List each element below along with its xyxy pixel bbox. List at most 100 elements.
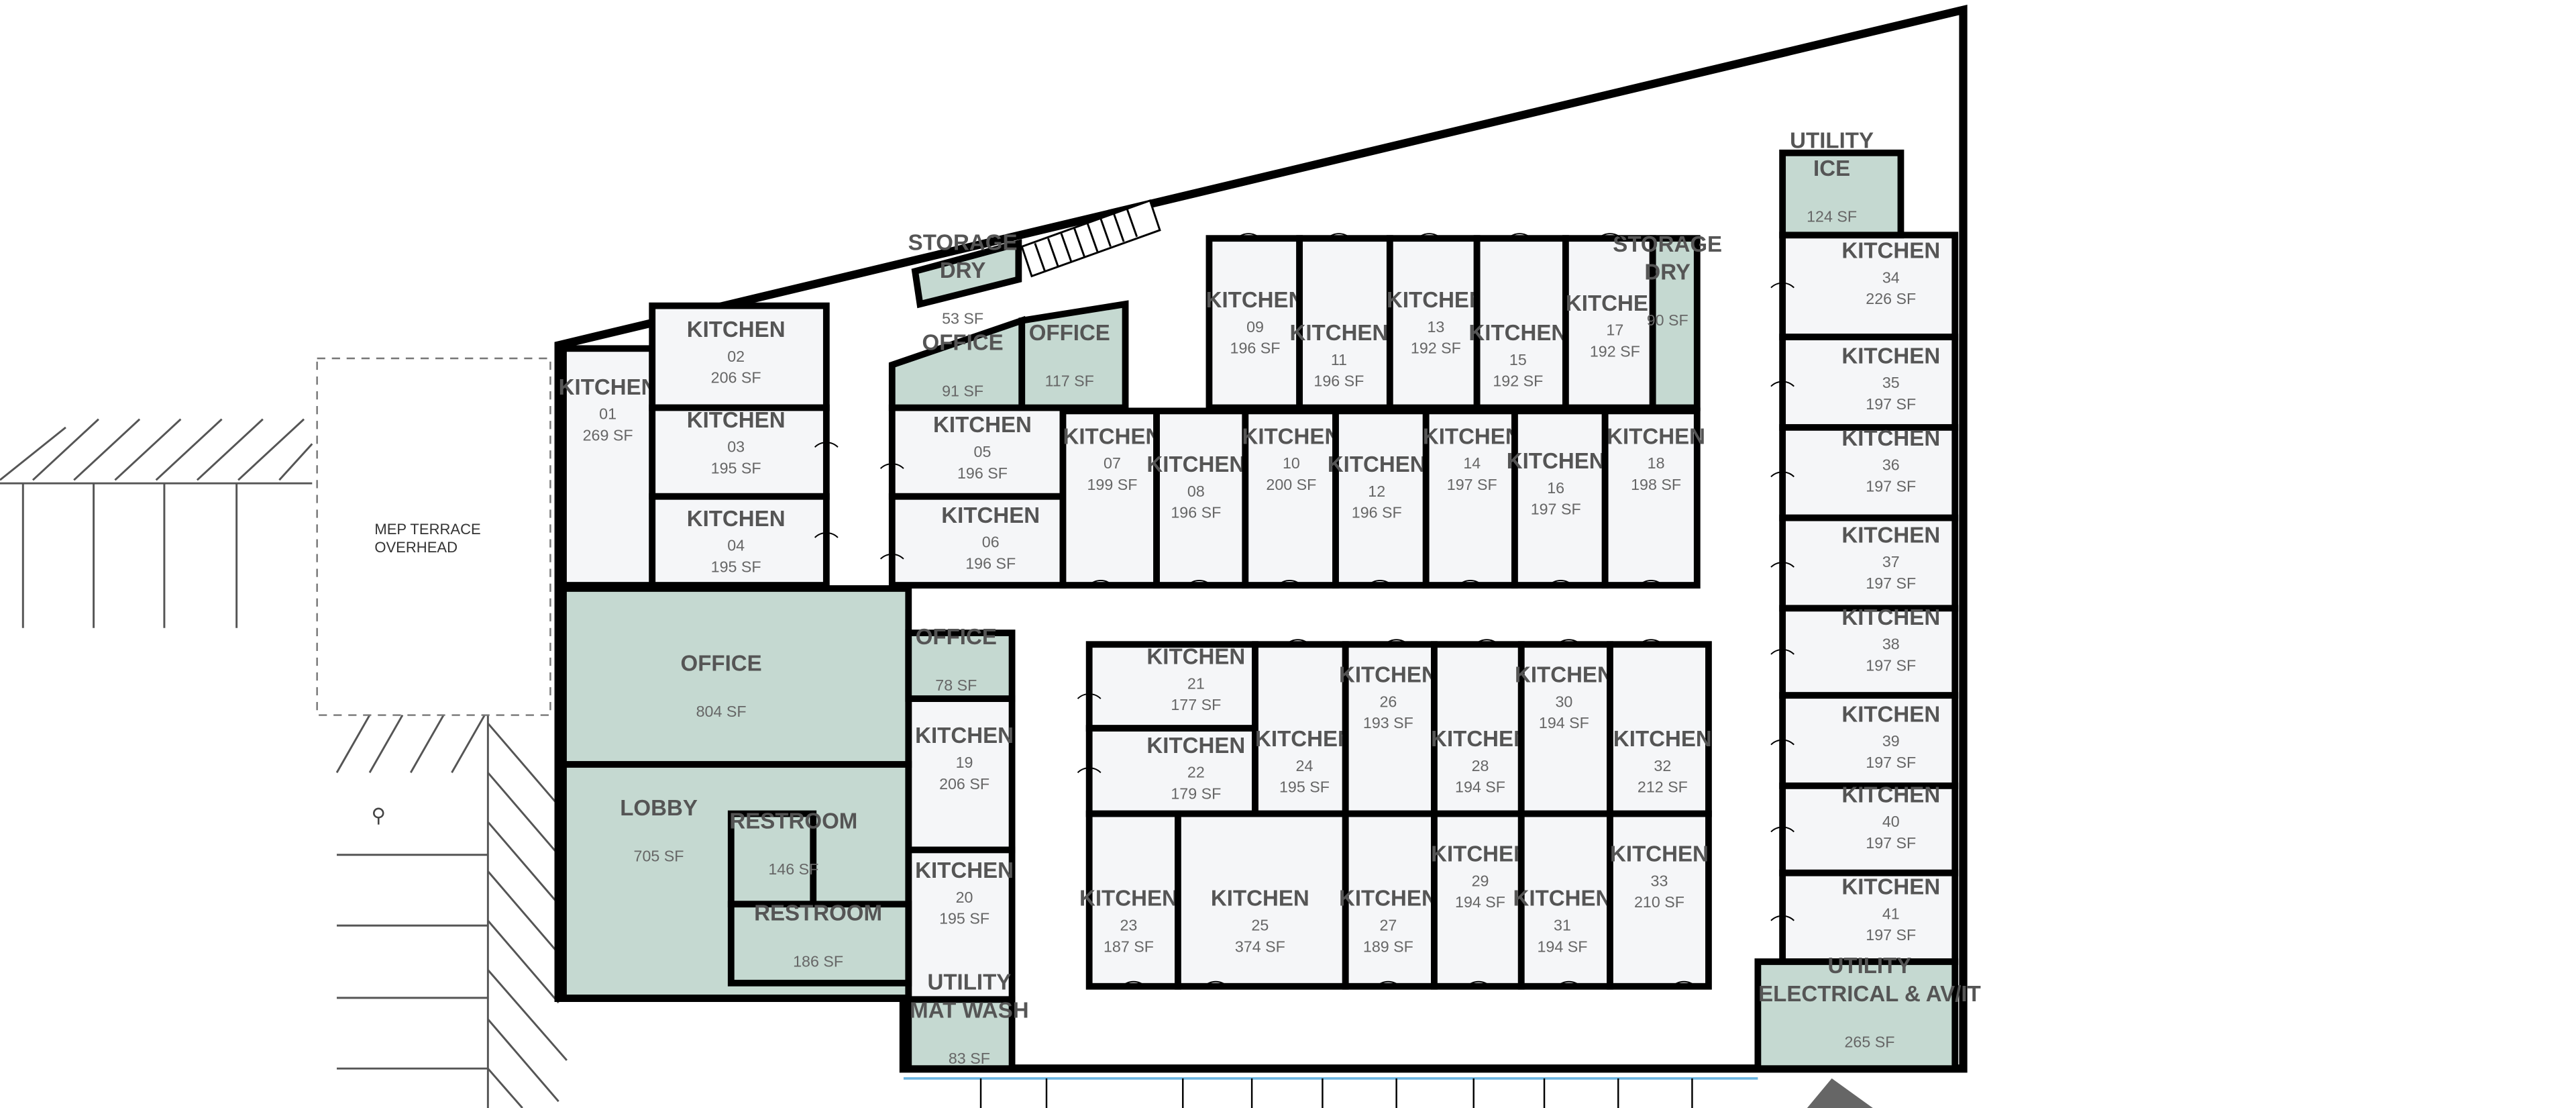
room-area: 117 SF [1045,372,1094,390]
door-swing [1458,580,1483,586]
room-area: 705 SF [634,848,684,865]
room-area: 265 SF [1844,1033,1894,1050]
door-swing [1598,233,1622,239]
room-outline [1649,235,1701,411]
room-name: UTILITY [1828,954,1912,978]
door-swing [1077,693,1102,699]
room-number: 21 [1187,674,1205,692]
room-name: KITCHEN [1468,321,1567,346]
door-swing [1770,648,1794,655]
room-area: 195 SF [1279,778,1330,796]
room-outline [1607,641,1712,817]
room-outline [649,493,830,589]
room-name: KITCHEN [1841,523,1940,548]
room-number: 25 [1251,916,1269,934]
room-name: KITCHEN [1289,321,1388,346]
room-number: 04 [727,537,745,554]
room-area: 193 SF [1363,714,1413,732]
room-number: 27 [1379,916,1397,934]
room-area: 187 SF [1104,938,1154,955]
room-area: 206 SF [711,369,761,387]
door-swing [1770,471,1794,478]
door-swing [1770,381,1794,387]
door-swing [1466,980,1491,987]
room-area: 196 SF [1352,504,1402,521]
room-name: LOBBY [620,796,698,821]
room-number: 40 [1882,813,1900,830]
room-number: 07 [1104,454,1121,472]
room-number: 39 [1882,732,1900,750]
door-swing [1368,580,1392,586]
room-number: 06 [982,534,1000,551]
room-name: DRY [1644,260,1690,285]
room-name: KITCHEN [1841,239,1940,264]
door-swing [1121,980,1146,987]
room-area: 90 SF [1647,311,1688,329]
room-area: 198 SF [1631,476,1681,493]
room-area: 194 SF [1539,714,1589,732]
room-number: 01 [599,405,616,423]
room-area: 83 SF [949,1050,990,1067]
room-name: KITCHEN [1255,727,1354,752]
door-swing [1556,980,1581,987]
room-number: 31 [1554,916,1571,934]
door-swing [1770,826,1794,833]
room-outline [888,493,1067,589]
room-number: 36 [1882,456,1900,474]
room-name: STORAGE [908,230,1018,255]
room-area: 804 SF [696,703,747,720]
room-area: 196 SF [1171,504,1221,521]
